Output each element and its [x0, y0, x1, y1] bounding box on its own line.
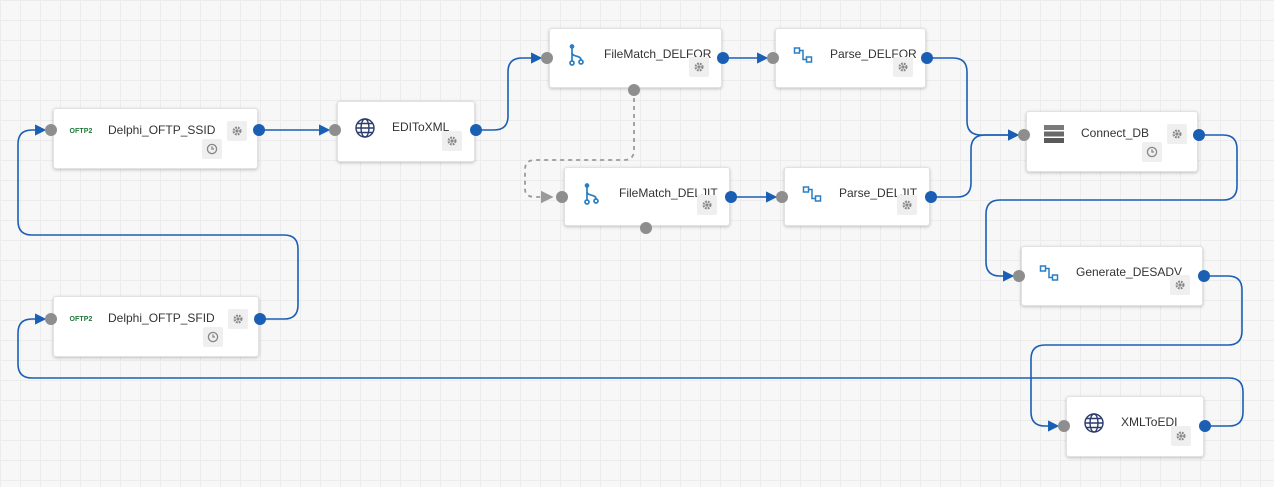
node-label: EDIToXML	[392, 120, 450, 134]
node-fm-deljit[interactable]: FileMatch_DELJIT	[564, 167, 730, 226]
gear-icon	[1174, 279, 1186, 291]
branch-icon	[564, 44, 590, 66]
bottom-port[interactable]	[640, 222, 652, 234]
globe-icon	[1081, 412, 1107, 434]
oftp2-logo-icon: OFTP2	[69, 127, 93, 135]
output-port[interactable]	[1198, 270, 1210, 282]
flow-icon	[790, 44, 816, 66]
node-xmltoedi[interactable]: XMLToEDI	[1066, 396, 1204, 457]
settings-button[interactable]	[227, 121, 247, 141]
connection-editoxml-to-fm-delfor[interactable]	[476, 52, 543, 131]
gear-icon	[693, 61, 705, 73]
gear-icon	[1175, 430, 1187, 442]
input-port[interactable]	[767, 52, 779, 64]
input-port[interactable]	[1018, 129, 1030, 141]
schedule-button[interactable]	[202, 139, 222, 159]
gear-icon	[1171, 128, 1183, 140]
node-connect-db[interactable]: Connect_DB	[1026, 111, 1198, 172]
node-parse-deljit[interactable]: Parse_DELJIT	[784, 167, 930, 226]
database-icon	[1041, 123, 1067, 145]
node-sfid[interactable]: OFTP2 Delphi_OFTP_SFID	[53, 296, 259, 357]
node-label: FileMatch_DELJIT	[619, 186, 718, 200]
gear-icon	[231, 125, 243, 137]
output-port[interactable]	[1193, 129, 1205, 141]
output-port[interactable]	[470, 124, 482, 136]
flow-icon	[799, 183, 825, 205]
input-port[interactable]	[45, 313, 57, 325]
node-gen-desadv[interactable]: Generate_DESADV	[1021, 246, 1203, 306]
clock-icon	[206, 143, 218, 155]
settings-button[interactable]	[442, 131, 462, 151]
branch-icon	[579, 183, 605, 205]
oftp2-logo-icon: OFTP2	[69, 315, 93, 323]
node-parse-delfor[interactable]: Parse_DELFOR	[775, 28, 926, 88]
node-label: Connect_DB	[1081, 126, 1150, 140]
node-label: FileMatch_DELFOR	[604, 47, 712, 61]
output-port[interactable]	[725, 191, 737, 203]
input-port[interactable]	[541, 52, 553, 64]
flow-icon	[1036, 262, 1062, 284]
connection-parse-deljit-to-connect-db[interactable]	[931, 129, 1020, 198]
settings-button[interactable]	[1170, 275, 1190, 295]
gear-icon	[897, 61, 909, 73]
bottom-port[interactable]	[628, 84, 640, 96]
connection-parse-delfor-to-connect-db[interactable]	[927, 57, 1020, 141]
settings-button[interactable]	[1171, 426, 1191, 446]
output-port[interactable]	[1199, 420, 1211, 432]
output-port[interactable]	[717, 52, 729, 64]
globe-icon	[352, 117, 378, 139]
input-port[interactable]	[1013, 270, 1025, 282]
node-fm-delfor[interactable]: FileMatch_DELFOR	[549, 28, 722, 88]
input-port[interactable]	[556, 191, 568, 203]
node-label: Delphi_OFTP_SFID	[108, 311, 215, 325]
gear-icon	[446, 135, 458, 147]
settings-button[interactable]	[897, 195, 917, 215]
input-port[interactable]	[1058, 420, 1070, 432]
node-label: XMLToEDI	[1121, 415, 1178, 429]
schedule-button[interactable]	[203, 327, 223, 347]
node-editoxml[interactable]: EDIToXML	[337, 101, 475, 162]
gear-icon	[701, 199, 713, 211]
clock-icon	[1146, 146, 1158, 158]
input-port[interactable]	[776, 191, 788, 203]
node-label: Delphi_OFTP_SSID	[108, 123, 216, 137]
settings-button[interactable]	[893, 57, 913, 77]
input-port[interactable]	[45, 124, 57, 136]
gear-icon	[901, 199, 913, 211]
node-label: Generate_DESADV	[1076, 265, 1183, 279]
clock-icon	[207, 331, 219, 343]
gear-icon	[232, 313, 244, 325]
output-port[interactable]	[925, 191, 937, 203]
output-port[interactable]	[253, 124, 265, 136]
output-port[interactable]	[254, 313, 266, 325]
input-port[interactable]	[329, 124, 341, 136]
settings-button[interactable]	[689, 57, 709, 77]
output-port[interactable]	[921, 52, 933, 64]
node-ssid[interactable]: OFTP2 Delphi_OFTP_SSID	[53, 108, 258, 169]
settings-button[interactable]	[697, 195, 717, 215]
settings-button[interactable]	[228, 309, 248, 329]
schedule-button[interactable]	[1142, 142, 1162, 162]
settings-button[interactable]	[1167, 124, 1187, 144]
